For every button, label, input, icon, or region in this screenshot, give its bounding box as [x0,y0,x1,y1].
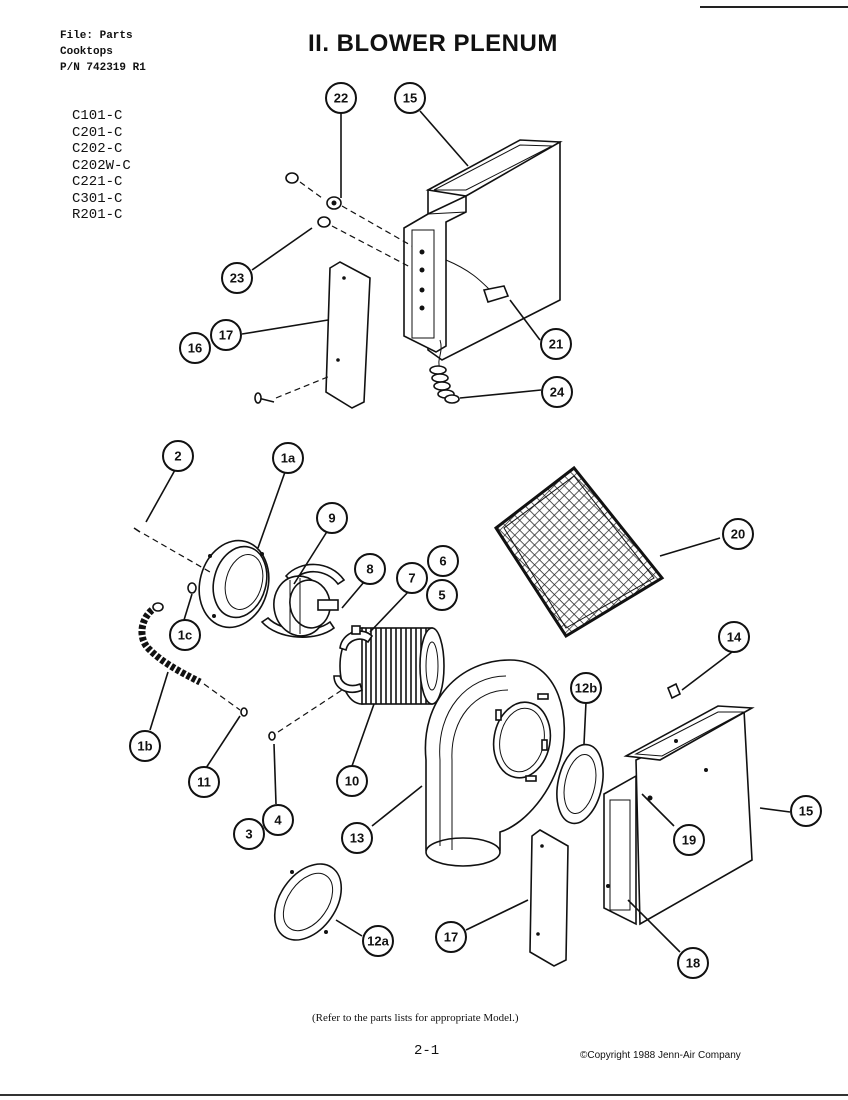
switch-21 [482,285,510,303]
model-item: C301-C [72,190,123,207]
callout-5: 5 [426,579,458,611]
gasket-12b [556,743,604,825]
svg-text:10: 10 [345,774,359,789]
model-item: C101-C [72,108,123,124]
screw-16 [254,392,275,404]
callout-18: 18 [677,947,709,979]
svg-text:14: 14 [727,630,742,645]
svg-text:22: 22 [334,91,348,106]
callout-4: 4 [262,804,294,836]
model-item: C221-C [72,174,123,190]
svg-text:15: 15 [403,91,417,106]
model-item: C202-C [72,141,123,157]
svg-text:2: 2 [174,449,181,464]
callout-3: 3 [233,818,265,850]
cover-plate-17-upper [325,261,371,409]
callout-22: 22 [325,82,357,114]
callout-2: 2 [162,440,194,472]
svg-text:17: 17 [444,930,458,945]
filter-20 [493,465,665,639]
bottom-rule [0,1094,848,1096]
svg-text:21: 21 [549,337,563,352]
svg-text:19: 19 [682,833,696,848]
callout-14: 14 [718,621,750,653]
callout-16: 16 [179,332,211,364]
callout-12b: 12b [570,672,602,704]
model-item: R201-C [72,207,123,223]
callout-11: 11 [188,766,220,798]
screw-2 [133,527,141,533]
callout-23: 23 [221,262,253,294]
svg-text:16: 16 [188,341,202,356]
callout-17-lower: 17 [435,921,467,953]
spring-24 [429,365,460,404]
footnote: (Refer to the parts lists for appropriat… [312,1012,519,1024]
blower-housing-13 [424,659,566,867]
part-number-line: P/N 742319 R1 [60,62,146,74]
svg-text:12a: 12a [367,934,389,949]
callout-8: 8 [354,553,386,585]
clamp-7 [333,625,374,694]
callout-1c: 1c [169,619,201,651]
model-item: C201-C [72,124,123,141]
callout-9: 9 [316,502,348,534]
callout-6: 6 [427,545,459,577]
screw-3-4 [268,731,276,741]
svg-text:24: 24 [550,385,565,400]
callout-10: 10 [336,765,368,797]
callout-1a: 1a [272,442,304,474]
svg-text:6: 6 [439,554,446,569]
category-line: Cooktops [60,46,113,58]
motor-8 [273,575,339,637]
svg-text:1b: 1b [137,739,152,754]
motor-mount-1a [198,539,270,629]
svg-text:12b: 12b [575,681,597,696]
svg-text:4: 4 [274,813,282,828]
callout-7: 7 [396,562,428,594]
callout-15: 15 [394,82,426,114]
callout-15-lower: 15 [790,795,822,827]
svg-text:17: 17 [219,328,233,343]
nut-22 [285,172,342,210]
upper-plenum-housing [403,139,563,369]
svg-text:20: 20 [731,527,745,542]
line-cord-1b [138,602,202,686]
callout-20: 20 [722,518,754,550]
callout-17: 17 [210,319,242,351]
lower-plenum-housing [603,705,755,926]
svg-text:15: 15 [799,804,813,819]
svg-text:8: 8 [366,562,373,577]
svg-text:7: 7 [408,571,415,586]
clip-14 [666,682,682,700]
model-item: C202W-C [72,157,131,174]
svg-text:1a: 1a [281,451,296,466]
svg-text:9: 9 [328,511,335,526]
screw-11 [240,707,248,717]
callout-19: 19 [673,824,705,856]
page-title: II. BLOWER PLENUM [308,30,558,57]
copyright: ©Copyright 1988 Jenn-Air Company [580,1050,741,1061]
svg-text:11: 11 [197,775,211,790]
screw-1c [187,582,197,594]
callout-1b: 1b [129,730,161,762]
top-rule [700,6,848,8]
svg-text:18: 18 [686,956,700,971]
gasket-12a [273,863,343,941]
svg-text:1c: 1c [178,628,192,643]
page-number: 2-1 [414,1043,440,1059]
cover-plate-17-lower [529,829,569,967]
svg-text:3: 3 [245,827,252,842]
callout-13: 13 [341,822,373,854]
svg-text:23: 23 [230,271,244,286]
svg-text:13: 13 [350,831,364,846]
svg-text:5: 5 [438,588,445,603]
callout-21: 21 [540,328,572,360]
callout-24: 24 [541,376,573,408]
washer-23 [317,216,331,228]
model-list: C101-C C201-C C202-C C202W-C C221-C C301… [72,108,131,224]
file-info: File: Parts Cooktops P/N 742319 R1 [60,28,146,76]
callout-12a: 12a [362,925,394,957]
file-line: File: Parts [60,30,133,42]
